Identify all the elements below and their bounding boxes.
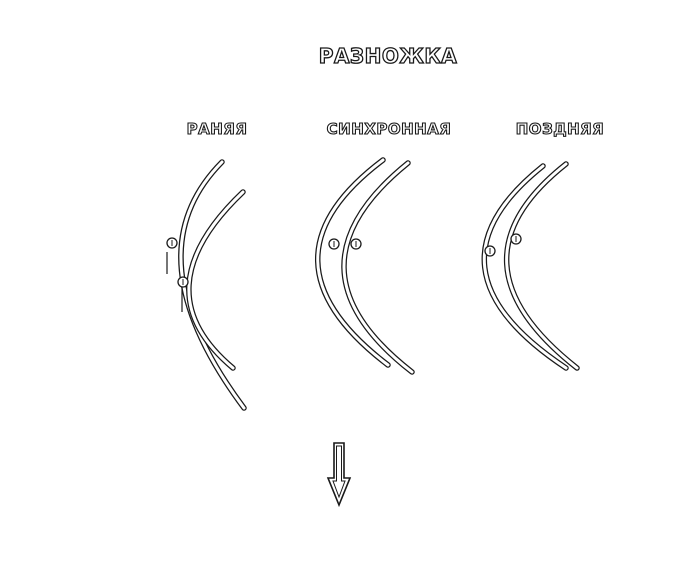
knee-joint-icon	[350, 238, 362, 250]
synchronous-split-figure	[315, 157, 415, 375]
label-synchronous: СИНХРОННАЯ	[326, 119, 452, 138]
early-shin-marks	[166, 252, 183, 312]
down-arrow-icon	[326, 442, 352, 508]
label-early: РАНЯЯ	[186, 119, 248, 138]
synchronous-rear-leg	[341, 160, 415, 375]
synchronous-front-leg	[315, 157, 391, 368]
knee-joint-icon	[328, 238, 340, 250]
knee-joint-icon	[177, 276, 189, 288]
label-late: ПОЗДНЯЯ	[515, 119, 605, 138]
knee-joint-icon	[166, 237, 178, 249]
late-front-leg	[481, 163, 569, 371]
knee-joint-icon	[510, 233, 522, 245]
diagram-title: РАЗНОЖКА	[318, 43, 458, 68]
late-rear-leg	[503, 161, 580, 371]
early-split-figure	[166, 159, 247, 411]
early-front-leg	[178, 159, 247, 411]
knee-joint-icon	[484, 245, 496, 257]
early-rear-leg	[186, 189, 246, 371]
late-split-figure	[481, 161, 580, 371]
